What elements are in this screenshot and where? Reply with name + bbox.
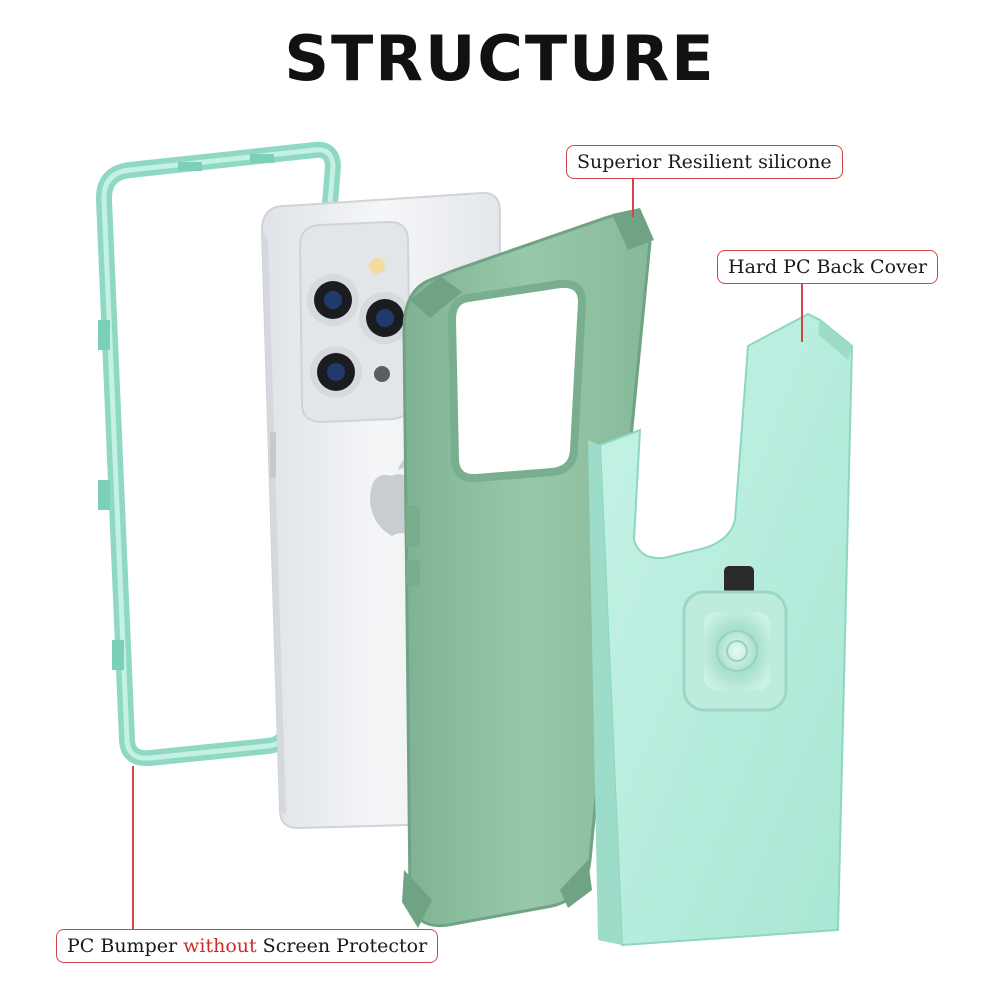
page-title: STRUCTURE bbox=[284, 22, 716, 95]
silicone-sleeve bbox=[402, 208, 654, 928]
flash-icon bbox=[369, 258, 385, 274]
bumper-leader-line bbox=[132, 766, 134, 930]
hard-pc-back-cover bbox=[588, 312, 854, 947]
bumper-callout-suffix: Screen Protector bbox=[256, 935, 428, 957]
ring-holder bbox=[682, 566, 788, 712]
camera-lens-1 bbox=[307, 274, 359, 326]
bumper-callout-prefix: PC Bumper bbox=[67, 935, 184, 957]
lidar-sensor-icon bbox=[374, 366, 390, 382]
camera-lens-2 bbox=[359, 292, 411, 344]
pc-bumper-frame bbox=[96, 141, 341, 767]
camera-lens-3 bbox=[310, 346, 362, 398]
silicone-callout: Superior Resilient silicone bbox=[566, 145, 843, 179]
back-cover-callout: Hard PC Back Cover bbox=[717, 250, 939, 284]
back-cover-leader-line bbox=[801, 280, 803, 342]
bumper-callout-highlight: without bbox=[183, 935, 257, 957]
bumper-callout: PC Bumper without Screen Protector bbox=[56, 929, 439, 963]
silicone-leader-line bbox=[632, 175, 634, 217]
